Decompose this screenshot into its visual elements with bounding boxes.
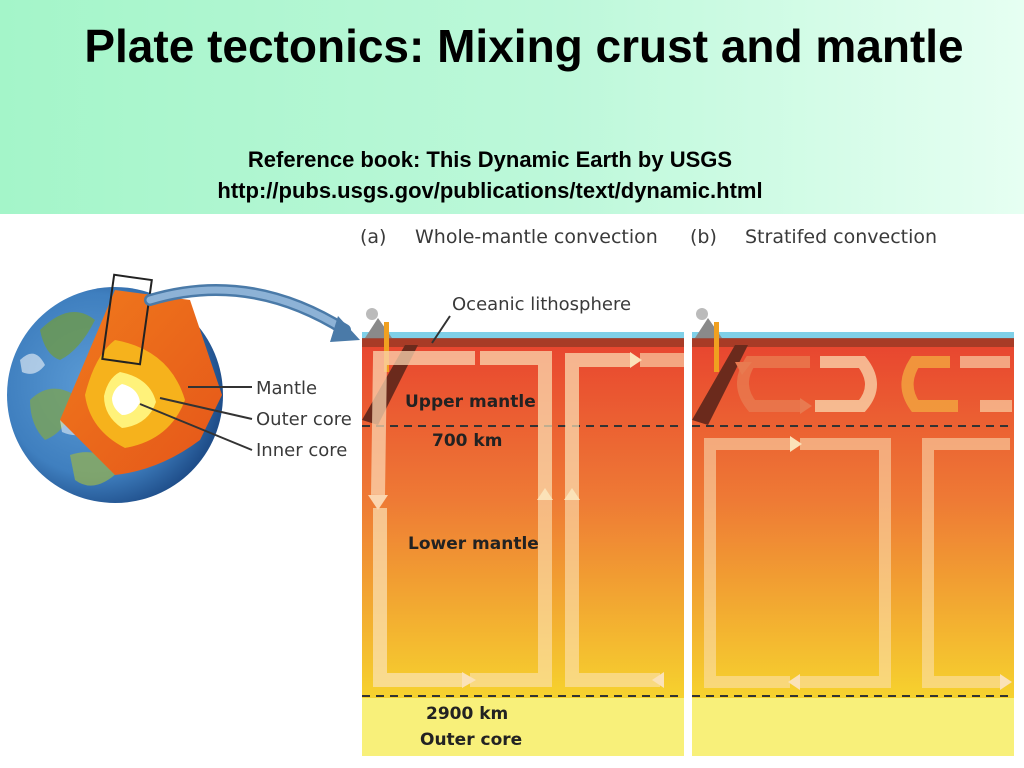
label-lower-mantle: Lower mantle bbox=[408, 534, 539, 554]
panel-b-lithosphere bbox=[692, 338, 1014, 347]
panel-a-outer-core-band bbox=[362, 698, 684, 756]
slide-title: Plate tectonics: Mixing crust and mantle bbox=[84, 20, 964, 72]
panel-a-tag: (a) bbox=[360, 226, 386, 248]
reference-book: Reference book: This Dynamic Earth by US… bbox=[247, 147, 733, 172]
panel-a bbox=[362, 308, 684, 756]
panel-b bbox=[692, 308, 1014, 756]
earth-cutaway bbox=[7, 273, 223, 503]
zoom-arrow-head bbox=[330, 316, 360, 342]
title-banner bbox=[0, 0, 1024, 214]
label-700km: 700 km bbox=[432, 431, 502, 451]
label-2900km: 2900 km bbox=[426, 704, 508, 724]
panel-a-mantle bbox=[362, 338, 684, 698]
label-mantle: Mantle bbox=[256, 378, 317, 399]
label-upper-mantle: Upper mantle bbox=[405, 392, 536, 412]
panel-a-ocean bbox=[362, 332, 684, 339]
panel-b-outer-core-band bbox=[692, 698, 1014, 756]
selection-box bbox=[101, 273, 153, 366]
label-outer-core: Outer core bbox=[256, 409, 352, 430]
panel-b-tag: (b) bbox=[690, 226, 717, 248]
convection-diagram: Mantle Outer core Inner core (a) Whole-m… bbox=[7, 226, 1014, 756]
label-oceanic-lithosphere: Oceanic lithosphere bbox=[452, 294, 631, 315]
panel-b-subducting-slab bbox=[692, 345, 748, 425]
panel-a-heading: Whole-mantle convection bbox=[415, 226, 658, 248]
label-inner-core: Inner core bbox=[256, 440, 347, 461]
panel-b-ocean bbox=[692, 332, 1014, 339]
reference-url[interactable]: http://pubs.usgs.gov/publications/text/d… bbox=[217, 178, 763, 203]
panel-b-heading: Stratifed convection bbox=[745, 226, 937, 248]
panel-a-lithosphere bbox=[362, 338, 684, 347]
label-outer-core-band: Outer core bbox=[420, 730, 522, 750]
